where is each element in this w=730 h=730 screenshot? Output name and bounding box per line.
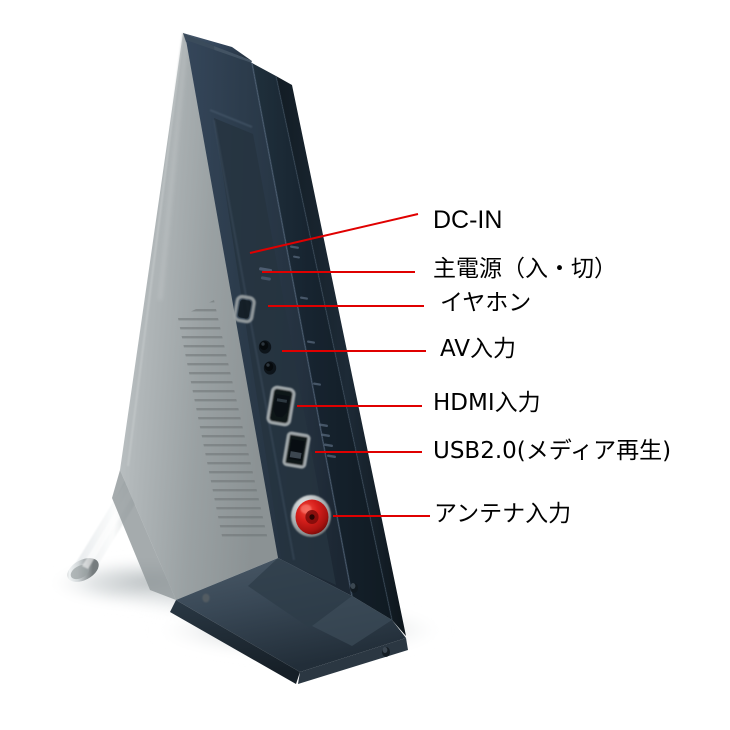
callout-label-usb-media: USB2.0(メディア再生) bbox=[433, 438, 672, 464]
port-silkscreen-marks bbox=[290, 245, 336, 459]
callout-label-dc-in: DC-IN bbox=[433, 206, 503, 234]
callout-label-antenna-input: アンテナ入力 bbox=[434, 501, 572, 527]
dc-in-jack bbox=[233, 294, 256, 324]
antenna-jack bbox=[291, 495, 331, 537]
callout-label-main-power: 主電源（入・切） bbox=[433, 256, 617, 282]
port-cluster bbox=[233, 245, 336, 537]
main-power-switch bbox=[259, 267, 273, 281]
callout-label-hdmi-input: HDMI入力 bbox=[433, 390, 541, 416]
callout-label-earphone: イヤホン bbox=[440, 290, 532, 316]
callout-label-av-input: AV入力 bbox=[440, 336, 516, 362]
tv-body bbox=[112, 32, 408, 684]
tv-front-edge bbox=[252, 63, 392, 620]
av-input-jack bbox=[263, 361, 277, 375]
usb-port bbox=[282, 431, 311, 469]
hdmi-port bbox=[266, 385, 296, 427]
earphone-jack bbox=[258, 340, 272, 354]
tv-back-panel bbox=[120, 33, 278, 600]
callout-line-dc-in bbox=[249, 213, 419, 254]
